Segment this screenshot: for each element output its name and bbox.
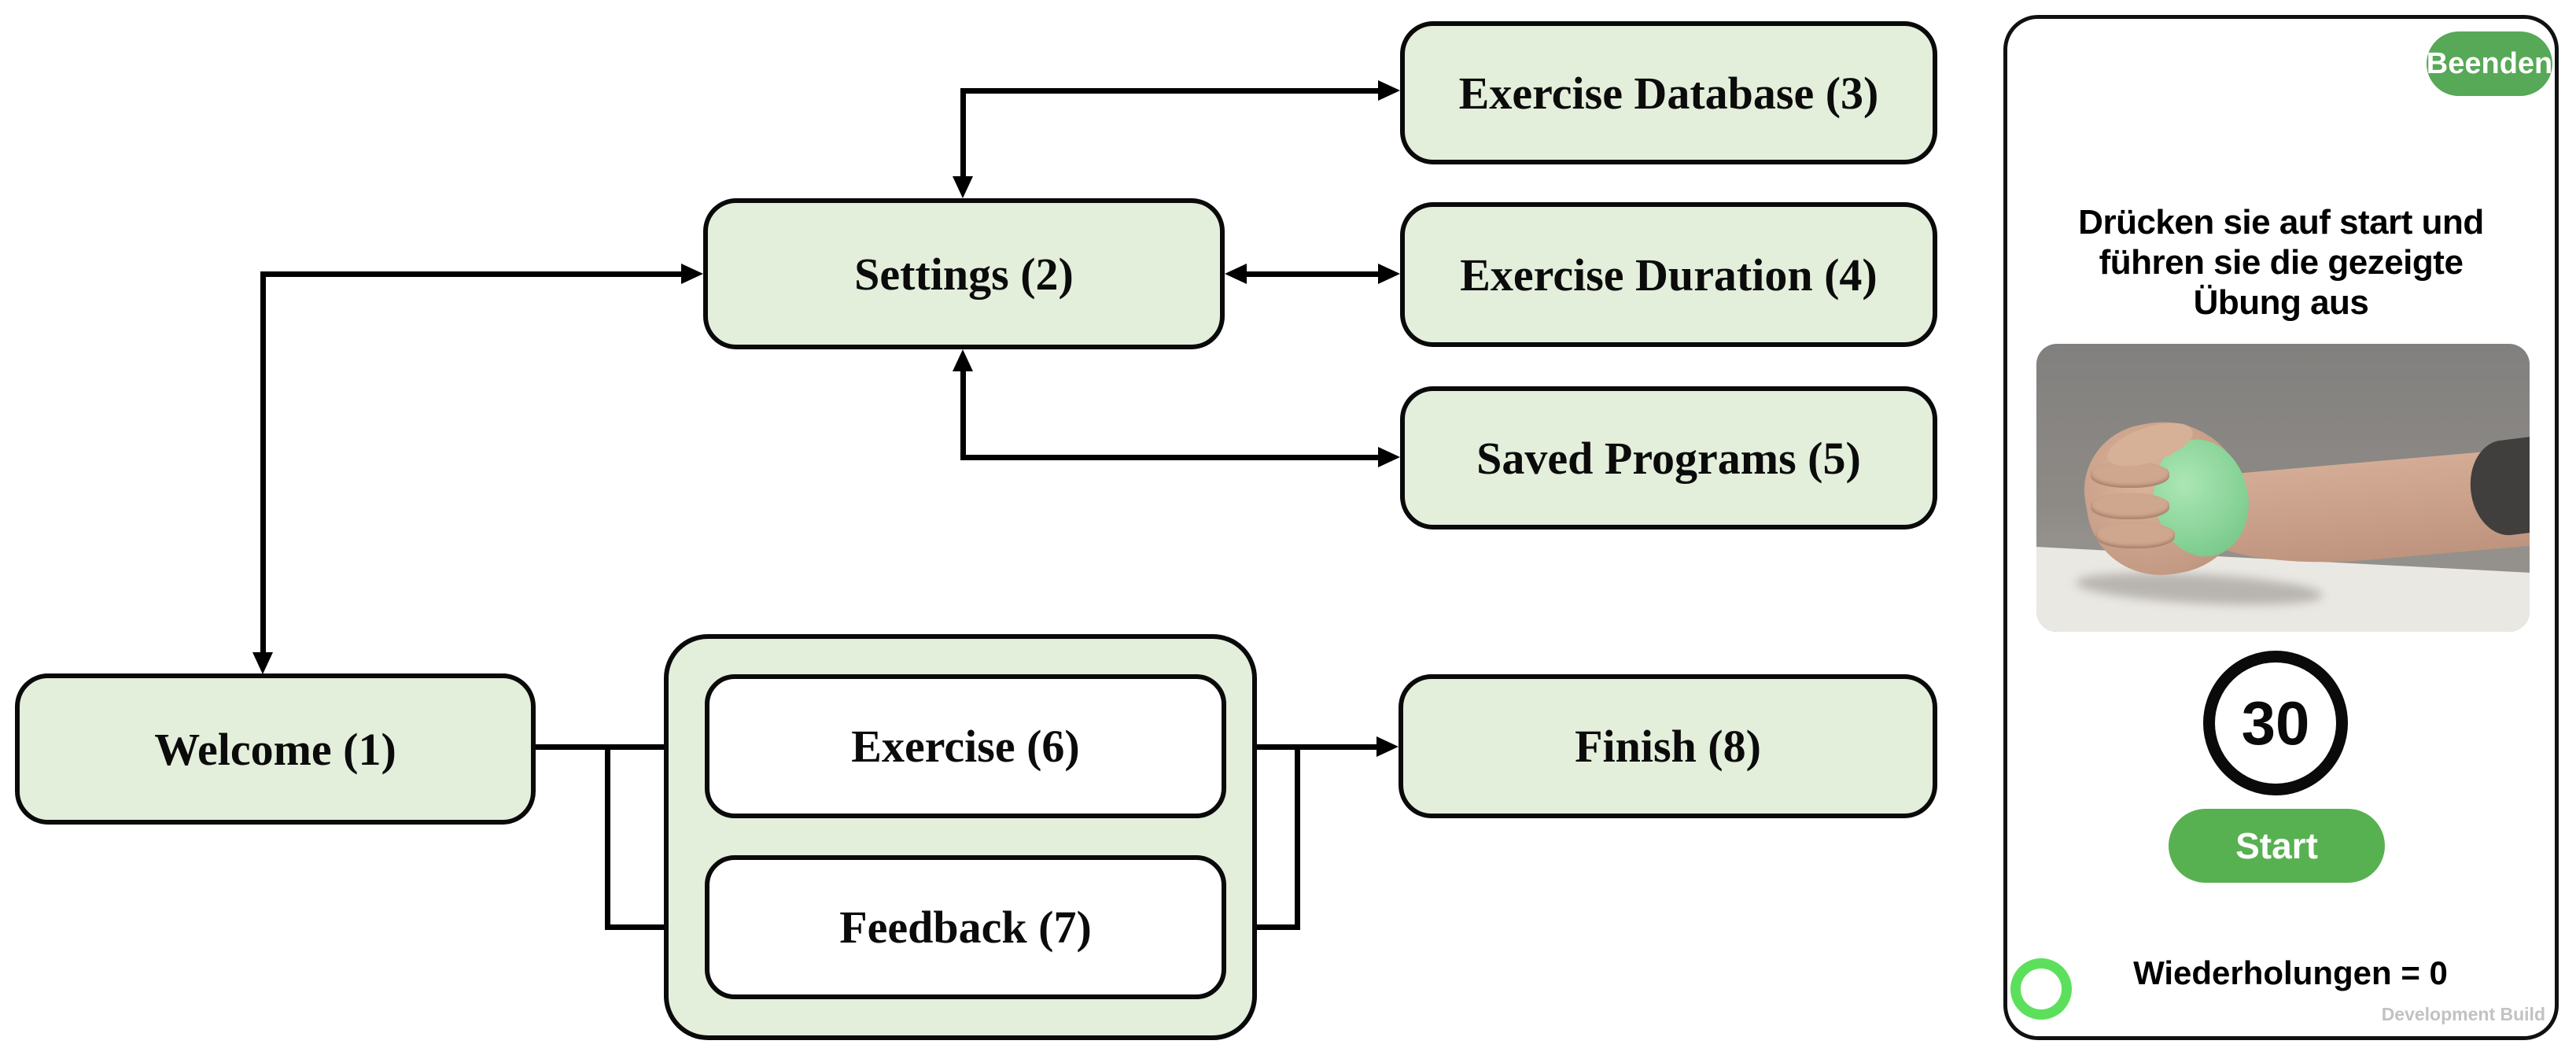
- quit-button-label: Beenden: [2426, 46, 2553, 80]
- arrowhead-into-settings-bottom: [953, 349, 973, 371]
- node-exercise-database-label: Exercise Database (3): [1458, 67, 1879, 119]
- node-feedback: Feedback (7): [705, 855, 1226, 999]
- instruction-line-3: Übung aus: [2193, 283, 2369, 322]
- connector-exercise-finish: [1226, 744, 1376, 750]
- arrowhead-into-duration: [1378, 264, 1400, 284]
- node-exercise-label: Exercise (6): [851, 721, 1080, 772]
- photo-finger: [2090, 493, 2170, 520]
- connector-settings-saved-v: [960, 368, 966, 460]
- node-exercise-duration: Exercise Duration (4): [1400, 202, 1937, 347]
- arrowhead-into-settings-left: [681, 264, 703, 284]
- connector-settings-duration: [1247, 271, 1378, 277]
- node-welcome-label: Welcome (1): [154, 723, 396, 775]
- arrowhead-into-welcome-top: [252, 652, 273, 674]
- connector-settings-database-h: [960, 88, 1380, 94]
- repetitions-counter: Wiederholungen = 0: [2133, 954, 2448, 991]
- node-settings-label: Settings (2): [854, 248, 1074, 300]
- start-button-label: Start: [2235, 825, 2318, 866]
- timer-value: 30: [2241, 688, 2310, 758]
- node-saved-programs-label: Saved Programs (5): [1476, 432, 1861, 484]
- connector-welcome-feedback-h: [605, 924, 683, 930]
- instruction-text: Drücken sie auf start und führen sie die…: [2007, 202, 2555, 323]
- node-finish-label: Finish (8): [1575, 721, 1761, 772]
- start-button[interactable]: Start: [2169, 809, 2385, 883]
- node-settings: Settings (2): [703, 198, 1225, 349]
- node-feedback-label: Feedback (7): [839, 902, 1092, 953]
- node-exercise: Exercise (6): [705, 674, 1226, 818]
- node-exercise-duration-label: Exercise Duration (4): [1460, 249, 1878, 301]
- connector-exercise-feedback-h: [1248, 924, 1300, 930]
- arrowhead-into-finish: [1376, 736, 1399, 757]
- arrowhead-into-saved: [1378, 447, 1400, 467]
- instruction-line-1: Drücken sie auf start und: [2078, 203, 2484, 242]
- connector-welcome-feedback-v: [605, 744, 610, 930]
- connector-exercise-feedback-v: [1295, 744, 1300, 930]
- phone-mockup: Beenden Drücken sie auf start und führen…: [2003, 15, 2559, 1040]
- arrowhead-into-settings-right: [1225, 264, 1247, 284]
- connector-welcome-settings-v: [260, 271, 266, 653]
- timer-circle: 30: [2203, 651, 2348, 795]
- quit-button[interactable]: Beenden: [2427, 31, 2552, 96]
- connector-settings-saved-h: [960, 455, 1380, 460]
- development-build-watermark: Development Build: [2381, 1004, 2545, 1024]
- arrowhead-into-settings-top: [953, 176, 973, 198]
- node-finish: Finish (8): [1399, 674, 1937, 818]
- connector-settings-database-v: [960, 90, 966, 179]
- photo-finger: [2095, 522, 2175, 548]
- exercise-demo-photo: [2036, 344, 2530, 632]
- instruction-line-2: führen sie die gezeigte: [2099, 243, 2464, 282]
- node-saved-programs: Saved Programs (5): [1400, 386, 1937, 530]
- connector-welcome-settings-h: [260, 271, 681, 277]
- arrowhead-into-database: [1378, 80, 1400, 101]
- node-welcome: Welcome (1): [15, 673, 536, 825]
- node-exercise-database: Exercise Database (3): [1400, 21, 1937, 164]
- photo-finger: [2090, 462, 2170, 488]
